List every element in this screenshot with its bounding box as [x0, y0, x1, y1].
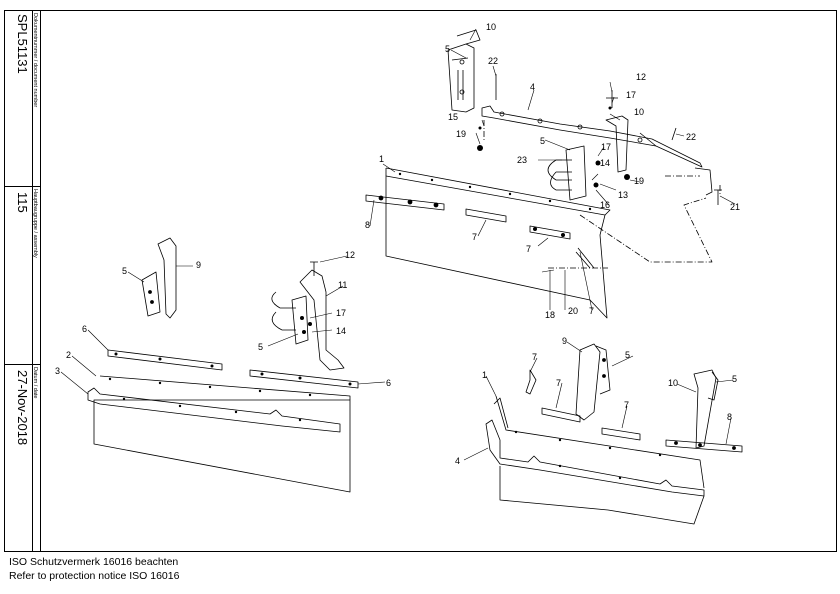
callout-22: 22 [686, 132, 696, 142]
callout-5: 5 [258, 342, 263, 352]
callout-labels: 1 2 3 4 5 6 7 8 9 10 11 12 13 14 15 16 1… [55, 22, 740, 466]
callout-7: 7 [624, 400, 629, 410]
protection-notice-de: ISO Schutzvermerk 16016 beachten [9, 556, 179, 568]
callout-7: 7 [472, 232, 477, 242]
strap-part-7 [529, 225, 571, 240]
title-block-divider [32, 10, 33, 552]
callout-21: 21 [730, 202, 740, 212]
rail-part-4 [481, 105, 703, 168]
callout-2: 2 [66, 350, 71, 360]
assembly-bottom-left [87, 349, 359, 493]
callout-13: 13 [618, 190, 628, 200]
callout-5: 5 [122, 266, 127, 276]
callout-19: 19 [634, 176, 644, 186]
bracket-part-5 [141, 271, 161, 317]
strap-part-8 [665, 439, 743, 453]
rail-part-4 [485, 419, 705, 497]
callout-11: 11 [338, 280, 347, 290]
callout-3: 3 [55, 366, 60, 376]
callout-5: 5 [540, 136, 545, 146]
callout-9: 9 [562, 336, 567, 346]
strap-part-8 [365, 194, 445, 211]
callout-23: 23 [517, 155, 527, 165]
callout-9: 9 [196, 260, 201, 270]
callout-10: 10 [668, 378, 678, 388]
strap-part-7 [465, 208, 507, 223]
bracket-part-11 [299, 269, 345, 371]
callout-6: 6 [386, 378, 391, 388]
bracket-part-10 [605, 115, 629, 173]
callout-14: 14 [336, 326, 346, 336]
callout-17: 17 [626, 90, 636, 100]
title-block-separator [4, 364, 41, 365]
callout-17: 17 [601, 142, 611, 152]
assembly-bottom-right [485, 343, 743, 525]
callout-6: 6 [82, 324, 87, 334]
callout-7: 7 [532, 352, 537, 362]
callout-7: 7 [589, 306, 594, 316]
strap-part-7 [541, 407, 581, 423]
callout-17: 17 [336, 308, 346, 318]
callout-1: 1 [482, 370, 487, 380]
title-block: Dokumentnummer / document number SPL5113… [4, 10, 41, 552]
strap-part-7 [525, 369, 537, 395]
protection-notice-en: Refer to protection notice ISO 16016 [9, 570, 180, 582]
bracket-part-9 [157, 237, 177, 319]
strap-part-6 [107, 349, 223, 371]
callout-4: 4 [455, 456, 460, 466]
assembly-top-right [365, 29, 722, 319]
callout-18: 18 [545, 310, 555, 320]
callout-20: 20 [568, 306, 578, 316]
callout-19: 19 [456, 129, 466, 139]
callout-5: 5 [732, 374, 737, 384]
callout-16: 16 [600, 200, 610, 210]
assembly-middle-left [141, 237, 345, 371]
callout-4: 4 [530, 82, 535, 92]
mud-flap-part-1 [495, 395, 705, 525]
strap-part-6 [249, 369, 359, 389]
callout-8: 8 [727, 412, 732, 422]
callout-22: 22 [488, 56, 498, 66]
leader-lines [60, 28, 736, 461]
callout-12: 12 [636, 72, 646, 82]
callout-15: 15 [448, 112, 458, 122]
callout-14: 14 [600, 158, 610, 168]
callout-10: 10 [486, 22, 496, 32]
callout-1: 1 [379, 154, 384, 164]
mud-flap-part-3 [93, 399, 351, 493]
title-block-separator [4, 186, 41, 187]
bracket-part-10 [693, 369, 717, 449]
callout-12: 12 [345, 250, 355, 260]
mud-flap-part-1 [385, 175, 608, 319]
drawing-frame [4, 10, 837, 552]
callout-10: 10 [634, 107, 644, 117]
rail-part-2 [87, 387, 341, 433]
callout-5: 5 [445, 44, 450, 54]
callout-8: 8 [365, 220, 370, 230]
callout-5: 5 [625, 350, 630, 360]
bracket-part-5 [447, 43, 475, 113]
callout-7: 7 [556, 378, 561, 388]
bracket-part-9 [575, 343, 601, 421]
callout-7: 7 [526, 244, 531, 254]
strap-part-7 [601, 427, 641, 441]
